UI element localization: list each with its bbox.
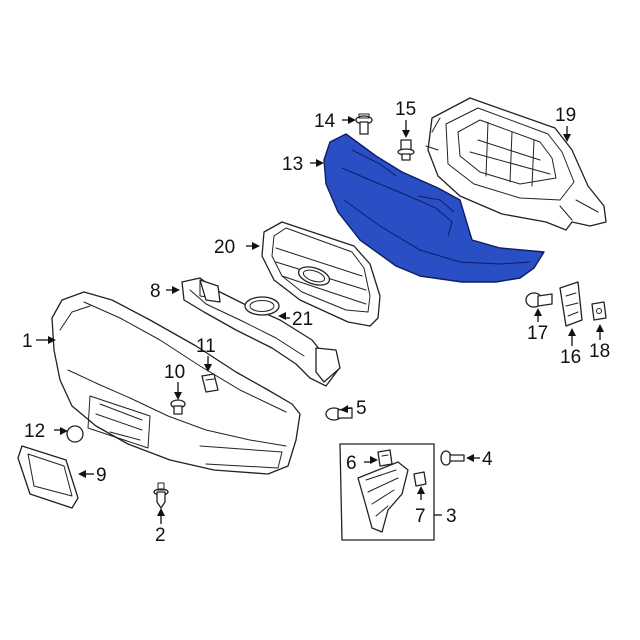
- part-11-clip-nut[interactable]: [201, 373, 219, 393]
- inset-box-part-3: [339, 443, 435, 541]
- callout-18: 18: [589, 341, 610, 362]
- callout-6: 6: [346, 453, 357, 474]
- callout-13: 13: [282, 154, 303, 175]
- callout-5: 5: [356, 398, 367, 419]
- part-9-license-bracket[interactable]: [17, 445, 79, 509]
- callout-12: 12: [24, 421, 45, 442]
- part-20-upper-grille[interactable]: [261, 221, 381, 327]
- part-21-emblem[interactable]: [244, 296, 280, 316]
- part-2-push-pin[interactable]: [153, 482, 169, 509]
- part-13-lower-grille[interactable]: [323, 133, 545, 283]
- callout-21: 21: [292, 309, 313, 330]
- part-19-grille-reinforcement[interactable]: [425, 97, 607, 231]
- callout-20: 20: [214, 237, 235, 258]
- part-15-push-pin[interactable]: [397, 139, 415, 161]
- part-3-bracket[interactable]: [357, 461, 409, 533]
- callout-15: 15: [395, 99, 416, 120]
- callout-1: 1: [22, 331, 33, 352]
- callout-4: 4: [482, 449, 493, 470]
- part-10-screw[interactable]: [170, 399, 186, 415]
- part-5-retainer[interactable]: [325, 407, 353, 421]
- callout-10: 10: [164, 362, 185, 383]
- callout-17: 17: [527, 323, 548, 344]
- part-7-clip[interactable]: [413, 471, 427, 487]
- callout-9: 9: [96, 465, 107, 486]
- part-12-plug[interactable]: [66, 425, 84, 443]
- callout-16: 16: [560, 347, 581, 368]
- callout-19: 19: [555, 105, 576, 126]
- callout-14: 14: [314, 111, 336, 132]
- callout-labels: 1 2 3 4 5 6 7 8 9 10 11 12 13 14 15 16 1…: [22, 99, 610, 546]
- part-18-clip[interactable]: [591, 301, 607, 321]
- callout-3: 3: [446, 506, 457, 527]
- callout-8: 8: [150, 281, 161, 302]
- part-1-bumper-cover[interactable]: [51, 291, 301, 475]
- part-4-bolt[interactable]: [440, 450, 465, 466]
- callout-11: 11: [196, 336, 216, 357]
- part-17-retainer[interactable]: [525, 292, 553, 308]
- leader-lines: [36, 116, 604, 524]
- callout-7: 7: [415, 506, 426, 527]
- callout-2: 2: [155, 525, 166, 546]
- part-6-clip[interactable]: [377, 449, 393, 467]
- part-8-reinforcement-bar[interactable]: [181, 277, 341, 387]
- part-16-bracket[interactable]: [559, 281, 583, 327]
- part-14-screw[interactable]: [355, 113, 373, 135]
